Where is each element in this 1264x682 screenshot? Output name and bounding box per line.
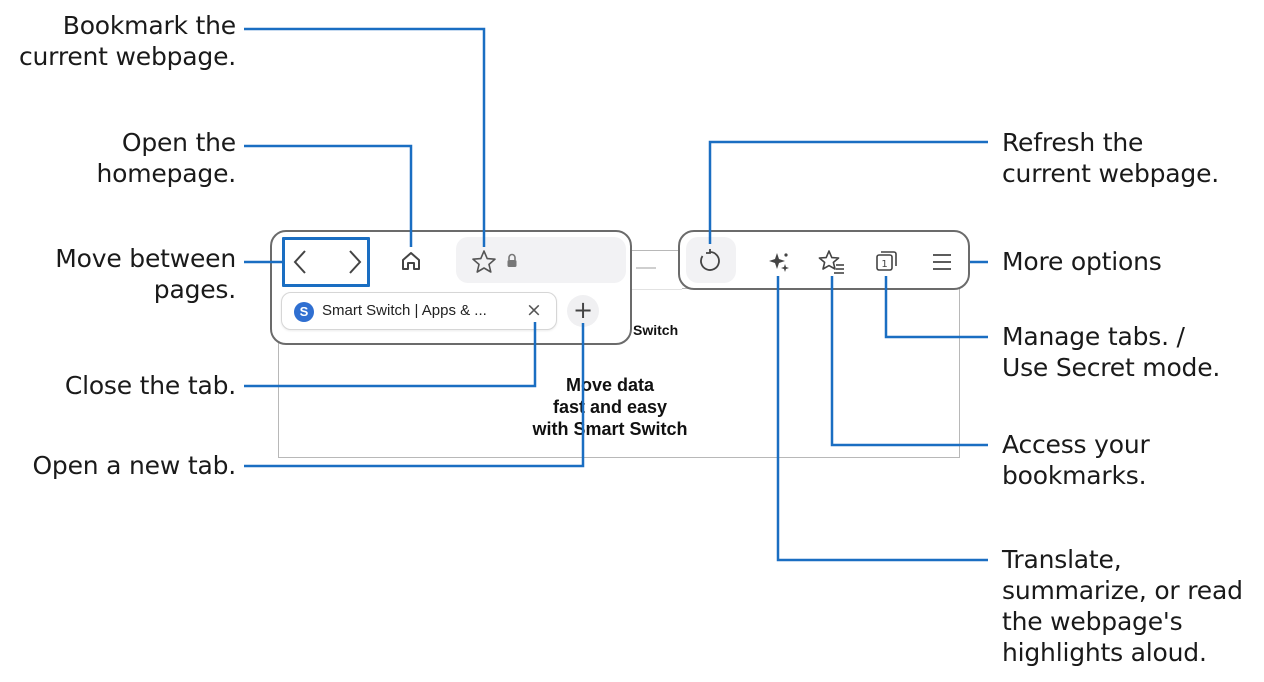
- translate-leader: [776, 276, 988, 562]
- callout-close-tab: Close the tab.: [64, 371, 236, 400]
- tabs-icon[interactable]: 1: [873, 248, 899, 274]
- bookmarks-icon[interactable]: [818, 249, 846, 275]
- bookmark-leader: [244, 27, 486, 247]
- lock-icon: [507, 253, 517, 267]
- callout-bookmarks: Access your bookmarks.: [1002, 430, 1150, 490]
- refresh-button[interactable]: [686, 237, 736, 283]
- svg-text:1: 1: [881, 259, 887, 270]
- callout-homepage: Open the homepage.: [96, 128, 237, 188]
- webpage-header-strip: [626, 250, 682, 290]
- callout-translate: Translate, summarize, or read the webpag…: [1002, 545, 1243, 667]
- home-icon[interactable]: [399, 249, 423, 273]
- menu-icon[interactable]: [929, 250, 955, 274]
- callout-manage-tabs: Manage tabs. / Use Secret mode.: [1002, 322, 1221, 382]
- site-heading: Move data fast and easy with Smart Switc…: [532, 375, 688, 439]
- new-tab-leader: [244, 323, 585, 468]
- tab-title: Smart Switch | Apps & ...: [322, 302, 487, 319]
- close-tab-leader: [244, 322, 537, 388]
- new-tab-button[interactable]: +: [567, 295, 599, 327]
- home-leader: [244, 144, 413, 247]
- callout-more: More options: [1002, 247, 1162, 276]
- browser-tab[interactable]: S Smart Switch | Apps & ... ×: [281, 292, 557, 330]
- callout-refresh: Refresh the current webpage.: [1002, 128, 1220, 188]
- callout-move: Move between pages.: [55, 244, 236, 304]
- callout-bookmark: Bookmark the current webpage.: [18, 11, 236, 71]
- star-icon[interactable]: [471, 249, 497, 275]
- forward-icon[interactable]: [343, 247, 365, 277]
- nav-highlight-box: [282, 237, 370, 287]
- refresh-icon[interactable]: [697, 248, 723, 274]
- close-tab-icon[interactable]: ×: [526, 299, 542, 321]
- callout-new-tab: Open a new tab.: [32, 451, 236, 480]
- ai-sparkle-icon[interactable]: [766, 249, 792, 275]
- tabs-leader: [884, 276, 988, 339]
- tab-favicon: S: [294, 302, 314, 322]
- refresh-leader: [708, 140, 988, 244]
- site-brand-word: Switch: [633, 322, 679, 338]
- bookmarks-leader: [830, 276, 988, 447]
- back-icon[interactable]: [290, 247, 312, 277]
